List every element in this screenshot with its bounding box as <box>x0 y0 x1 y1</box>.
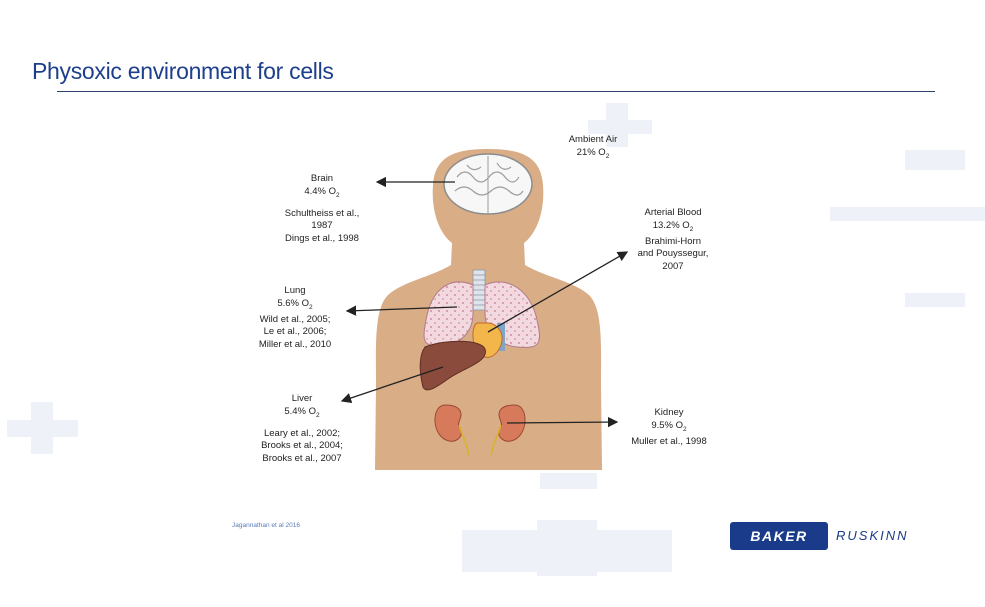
brain-icon <box>443 153 533 215</box>
ureter-right <box>490 424 502 456</box>
title-underline <box>57 91 935 92</box>
decor-bar-bottom-3 <box>537 520 597 576</box>
label-arterial-blood: Arterial Blood 13.2% O2 Brahimi-Horn and… <box>637 207 709 272</box>
decor-bar-right-1 <box>905 150 965 170</box>
label-lung: Lung 5.6% O2 Wild et al., 2005; Le et al… <box>258 285 332 350</box>
decor-plus-left-h <box>7 420 78 437</box>
citation-text: Jagannathan et al 2016 <box>232 522 300 529</box>
body-oxygen-diagram: Ambient Air 21% O2 Brain 4.4% O2 Schulth… <box>245 125 745 475</box>
label-kidney: Kidney 9.5% O2 Muller et al., 1998 <box>631 407 707 447</box>
page-title: Physoxic environment for cells <box>32 58 334 84</box>
arrow-arterial <box>487 251 629 333</box>
logo-baker-box: BAKER <box>730 522 828 550</box>
arrow-liver <box>340 366 444 404</box>
trachea-icon <box>472 269 486 311</box>
decor-plus-top-h <box>588 120 652 134</box>
label-liver: Liver 5.4% O2 Leary et al., 2002; Brooks… <box>261 393 343 464</box>
decor-bar-bottom-1 <box>540 473 597 489</box>
label-ambient-air: Ambient Air 21% O2 <box>568 134 618 160</box>
decor-bar-right-2 <box>830 207 985 221</box>
ureter-left <box>458 424 470 456</box>
arrow-lung <box>345 305 458 316</box>
lung-left-dots <box>424 281 473 346</box>
label-brain: Brain 4.4% O2 Schultheiss et al., 1987 D… <box>284 173 360 244</box>
arrow-kidney <box>506 416 619 428</box>
logo-ruskinn-text: RUSKINN <box>836 528 909 543</box>
baker-ruskinn-logo: BAKER RUSKINN <box>730 522 940 552</box>
body-illustration <box>340 149 629 470</box>
decor-bar-right-3 <box>905 293 965 307</box>
